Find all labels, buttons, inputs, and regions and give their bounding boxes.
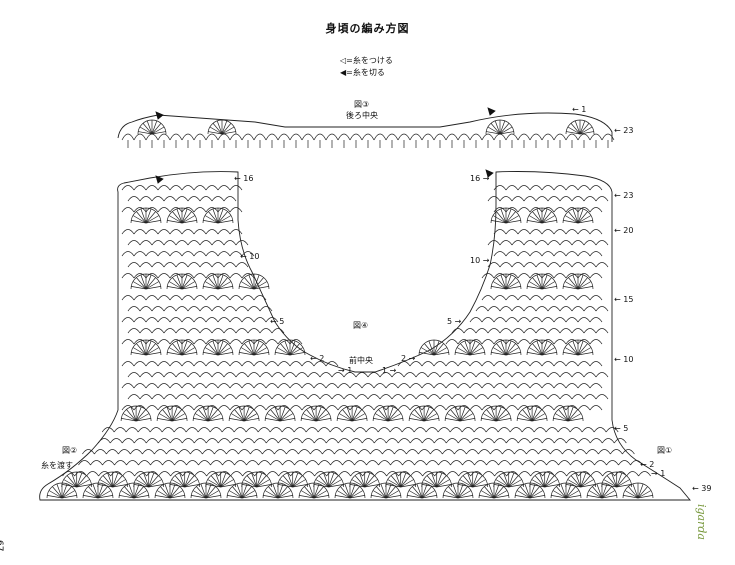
legend-attach-yarn: ◁=糸をつける [340,56,393,65]
figure-1-label: 図① [657,446,673,455]
row-marker-right-16: 16 → [470,174,490,183]
row-marker-left-5: ← 5 [270,317,285,326]
top-strip-outline [117,112,613,142]
row-marker-right-10: 10 → [470,256,490,265]
row-marker-side-20: ← 20 [614,226,634,235]
row-marker-right-2: 2 → [401,354,416,363]
carry-yarn-note: 糸を渡す [41,461,73,470]
page-number: 67 [0,540,4,552]
row-marker-bottom-39: ← 39 [692,484,712,493]
diagram-title: 身頃の編み方図 [325,22,410,35]
row-marker-right-5: 5 → [447,317,462,326]
front-center-label: 前中央 [349,356,373,365]
cut-yarn-icon: ◀ [340,68,347,77]
row-marker-top-23: ← 23 [614,126,634,135]
row-marker-top-1: ← 1 [572,105,587,114]
row-marker-side-5: ← 5 [614,424,629,433]
row-marker-left-1: → 1 [338,366,353,375]
brand-logo: igarda [695,504,708,540]
row-marker-side-1: → 1 [651,469,666,478]
row-marker-side-10: ← 10 [614,355,634,364]
figure-4-label: 図④ [353,321,369,330]
body-outline [39,171,691,501]
figure-2-label: 図② [62,446,78,455]
legend-cut-yarn: ◀=糸を切る [340,68,385,77]
figure-3-label: 図③ [354,100,370,109]
panel-outline [39,112,691,501]
back-center-label: 後ろ中央 [346,111,378,120]
row-marker-left-2: ← 2 [310,354,325,363]
row-marker-left-10: ← 10 [240,252,260,261]
row-marker-side-23: ← 23 [614,191,634,200]
row-marker-side-2: ← 2 [640,460,655,469]
row-marker-left-16: ← 16 [234,174,254,183]
back-yoke-strip [121,119,615,148]
row-marker-right-1: 1 → [382,366,397,375]
attach-yarn-icon: ◁ [340,56,347,65]
row-marker-side-15: ← 15 [614,295,634,304]
body-panel [46,185,654,499]
